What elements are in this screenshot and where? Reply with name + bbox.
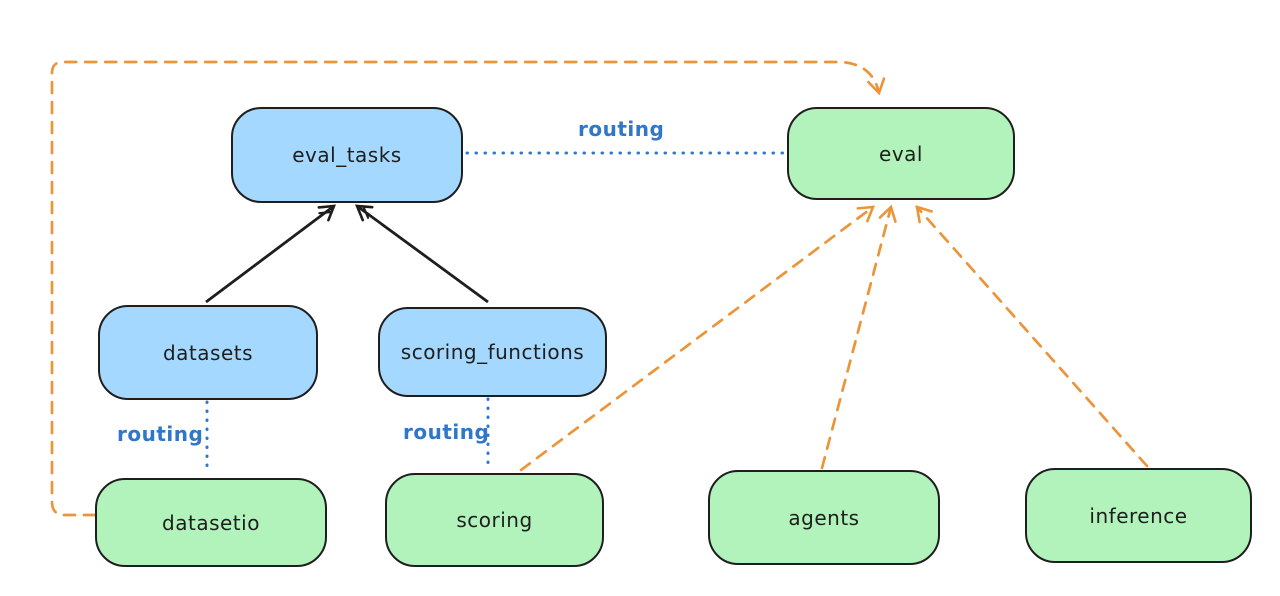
node-datasets: datasets xyxy=(98,305,318,400)
node-datasets-label: datasets xyxy=(162,340,254,365)
node-agents: agents xyxy=(708,470,940,565)
edge-label-routing-scoring-functions-scoring: routing xyxy=(403,420,490,444)
node-datasetio: datasetio xyxy=(95,478,327,567)
edge-datasets-to-eval-tasks xyxy=(205,206,334,304)
node-eval-tasks: eval_tasks xyxy=(231,107,463,203)
edge-agents-to-eval xyxy=(820,204,897,470)
node-eval-label: eval xyxy=(879,141,923,166)
edge-label-routing-eval-tasks-eval: routing xyxy=(578,117,665,141)
edge-scoring-functions-to-eval-tasks xyxy=(357,206,489,304)
node-scoring-label: scoring xyxy=(456,508,533,532)
node-scoring-functions: scoring_functions xyxy=(378,307,607,397)
edge-label-routing-datasets-datasetio: routing xyxy=(117,422,204,446)
node-eval: eval xyxy=(787,107,1015,200)
node-agents-label: agents xyxy=(788,505,860,530)
node-inference-label: inference xyxy=(1089,503,1188,528)
node-eval-tasks-label: eval_tasks xyxy=(292,143,402,167)
edge-datasetio-to-eval xyxy=(50,60,886,517)
node-datasetio-label: datasetio xyxy=(162,510,260,535)
edge-inference-to-eval xyxy=(915,205,1149,468)
node-scoring: scoring xyxy=(385,473,604,567)
node-scoring-functions-label: scoring_functions xyxy=(400,340,585,364)
node-inference: inference xyxy=(1025,468,1252,563)
